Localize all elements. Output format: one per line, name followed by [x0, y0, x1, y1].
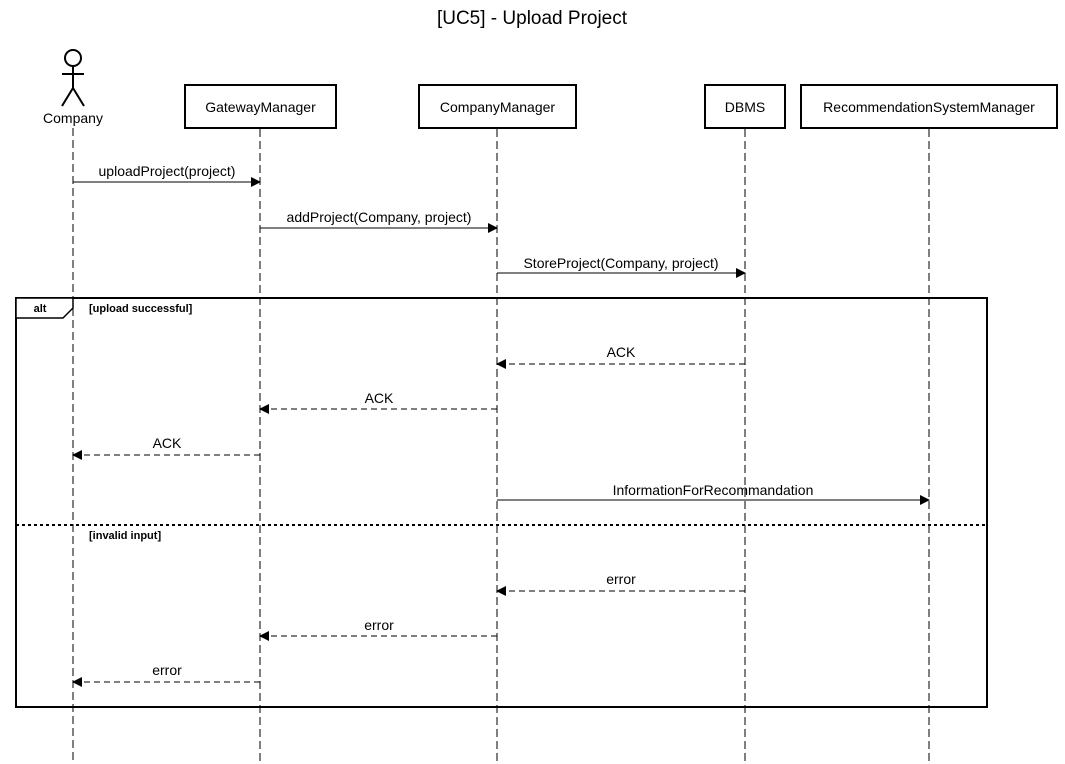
message-error-company-manager: error — [259, 617, 497, 641]
participant-dbms: DBMS — [704, 84, 786, 129]
participant-label: CompanyManager — [440, 99, 556, 115]
participant-recommendation: RecommendationSystemManager — [800, 84, 1058, 129]
message-ack-dbms: ACK — [496, 344, 745, 369]
alt-tag-label: alt — [34, 303, 47, 315]
message-store-project: StoreProject(Company, project) — [497, 255, 746, 278]
message-ack-company-manager: ACK — [259, 390, 497, 414]
message-label: StoreProject(Company, project) — [523, 255, 718, 271]
message-label: uploadProject(project) — [99, 163, 236, 179]
message-label: addProject(Company, project) — [287, 209, 472, 225]
message-label: error — [364, 617, 394, 633]
message-upload-project: uploadProject(project) — [73, 163, 261, 187]
message-ack-gateway: ACK — [72, 435, 260, 460]
stick-figure-icon — [61, 49, 85, 107]
message-label: error — [606, 571, 636, 587]
guard-label: [invalid input] — [89, 530, 161, 542]
message-label: ACK — [365, 390, 394, 406]
message-label: ACK — [607, 344, 636, 360]
guard-label: [upload successful] — [89, 303, 193, 315]
diagram-title: [UC5] - Upload Project — [437, 8, 628, 29]
participant-label: RecommendationSystemManager — [823, 99, 1035, 115]
alt-tag-shape — [15, 297, 74, 319]
message-add-project: addProject(Company, project) — [260, 209, 498, 233]
message-error-dbms: error — [496, 571, 745, 596]
message-error-gateway: error — [72, 662, 260, 687]
message-label: InformationForRecommandation — [613, 482, 814, 498]
participant-label: DBMS — [725, 99, 765, 115]
participant-label: GatewayManager — [205, 99, 316, 115]
actor-label: Company — [43, 110, 103, 126]
alt-fragment: alt [upload successful] [invalid input] — [15, 297, 988, 708]
message-label: ACK — [153, 435, 182, 451]
participant-company-manager: CompanyManager — [418, 84, 577, 129]
actor-company: Company — [43, 49, 103, 126]
message-label: error — [152, 662, 182, 678]
message-information-for-recommandation: InformationForRecommandation — [497, 482, 930, 505]
participant-gateway: GatewayManager — [184, 84, 337, 129]
